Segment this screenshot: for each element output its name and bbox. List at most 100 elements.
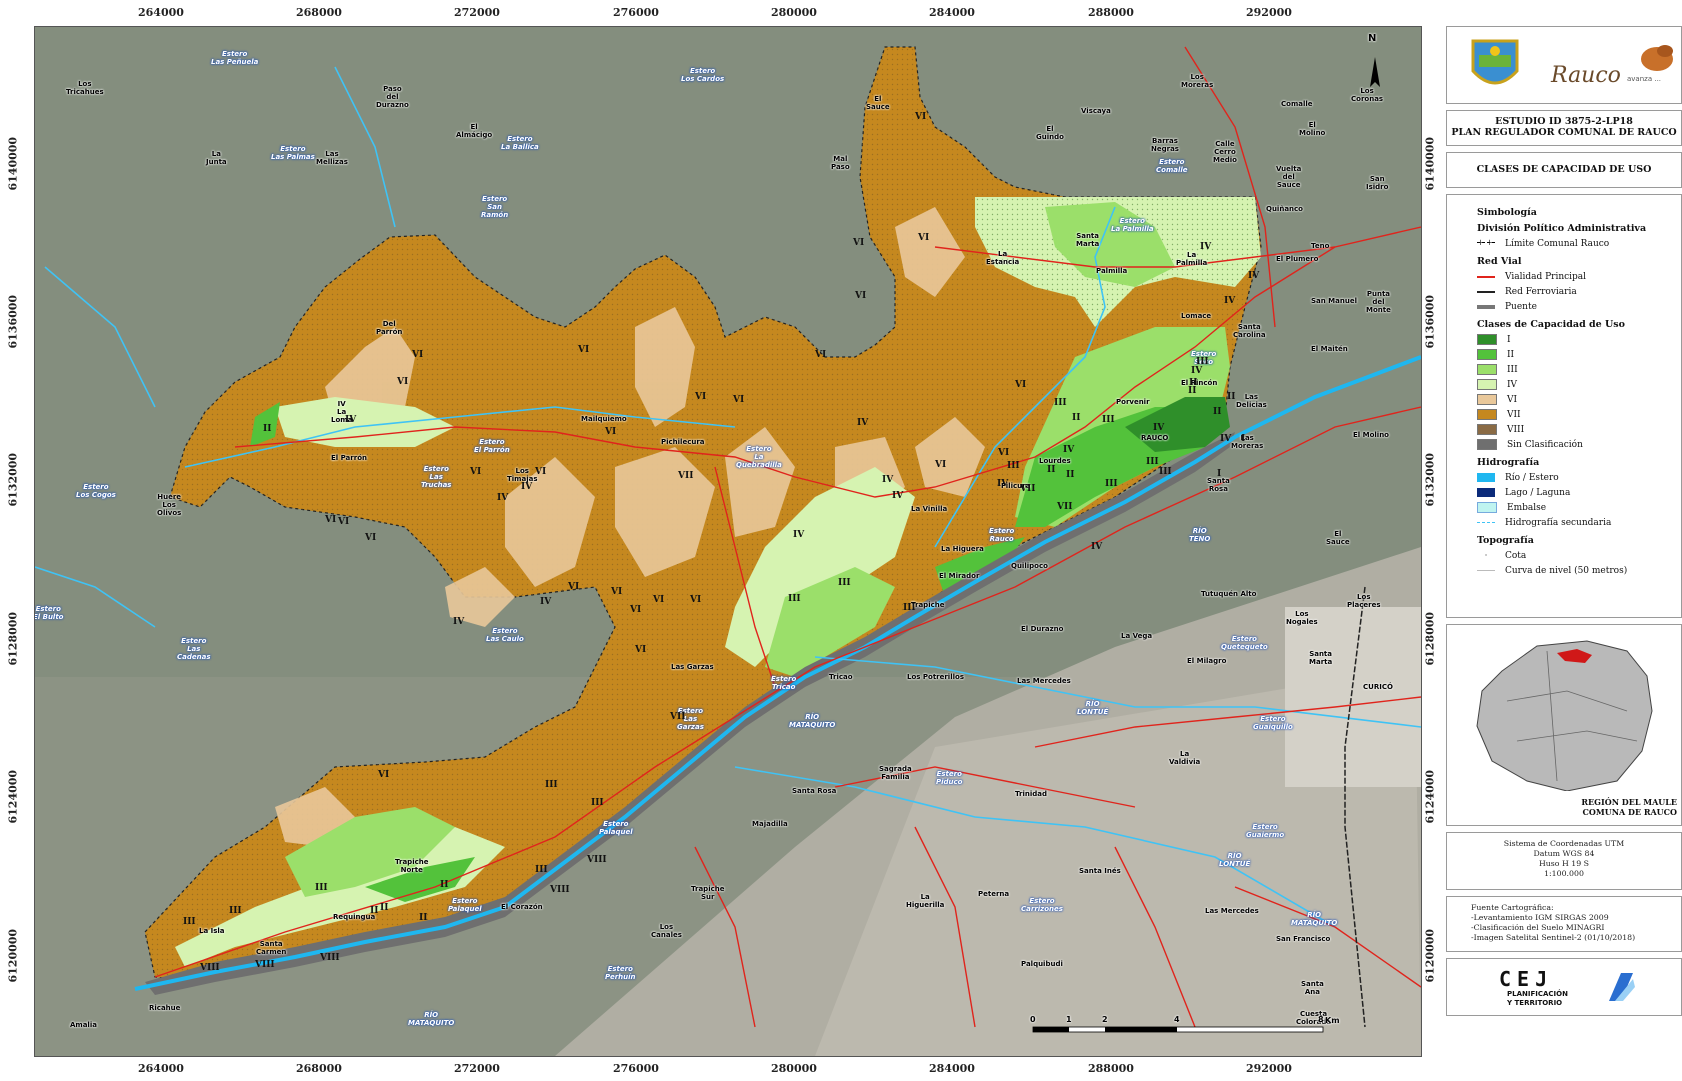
- class-label: IV: [453, 617, 465, 627]
- y-tick-label: 6140000: [6, 136, 20, 191]
- class-label: VI: [935, 460, 947, 470]
- place-label: La Valdivia: [1169, 750, 1201, 766]
- place-label: El Molino: [1353, 431, 1389, 439]
- legend-red-vial-header: Red Vial: [1477, 256, 1522, 267]
- legend-embalse: Embalse: [1477, 500, 1681, 515]
- place-label: Sagrada Familia: [879, 765, 912, 781]
- place-label: Santa Carmen: [256, 940, 287, 956]
- place-label: Las Mercedes: [1205, 907, 1259, 915]
- class-label: IV: [1091, 542, 1103, 552]
- source-line: -Imagen Satelital Sentinel-2 (01/10/2018…: [1471, 933, 1636, 942]
- scale-tick-label: 0: [1030, 1015, 1036, 1024]
- fields: [815, 667, 1421, 1056]
- legend-vialidad: Vialidad Principal: [1477, 269, 1681, 284]
- class-swatch-icon: [1477, 424, 1497, 435]
- place-label: Las Mercedes: [1017, 677, 1071, 685]
- legend-class-item: III: [1477, 362, 1681, 377]
- waterway-label: Estero Comalle: [1156, 158, 1188, 174]
- class-label: IV: [497, 493, 509, 503]
- place-label: Quilipoco: [1011, 562, 1048, 570]
- class-label: IV: [1220, 434, 1232, 444]
- class-label: III: [591, 798, 604, 808]
- legend-class-item: VII: [1477, 407, 1681, 422]
- x-tick-label: 268000: [296, 1062, 342, 1075]
- legend-limite: + +Límite Comunal Rauco: [1477, 238, 1610, 249]
- class-label: IV: [1191, 366, 1203, 376]
- y-tick-label: 6120000: [6, 928, 20, 983]
- class-label: II: [263, 424, 272, 434]
- place-label: Lourdes: [1039, 457, 1071, 465]
- place-label: El Guindo: [1036, 125, 1064, 141]
- place-label: La Vinilla: [911, 505, 948, 513]
- y-tick-label: 6124000: [1423, 769, 1437, 824]
- class-label: VI: [568, 582, 580, 592]
- waterway-label: Estero Tricao: [771, 675, 797, 691]
- place-label: Santa Rosa: [1207, 477, 1230, 493]
- legend-cota: ·Cota: [1477, 548, 1681, 563]
- class-swatch-icon: [1477, 379, 1497, 390]
- legend-ferroviaria: Red Ferroviaria: [1477, 284, 1681, 299]
- legend-division-header: División Político Administrativa: [1477, 223, 1647, 234]
- logo-box: Rauco avanza ...: [1446, 26, 1682, 104]
- class-label: II: [419, 913, 428, 923]
- north-arrow-icon: [1370, 57, 1380, 87]
- place-label: Los Tricahues: [66, 80, 104, 96]
- class-label: II: [1072, 413, 1081, 423]
- waterway-label: Estero Guaiquillo: [1253, 715, 1293, 731]
- place-label: Los Potrerillos: [907, 673, 964, 681]
- class-label: VI: [690, 595, 702, 605]
- place-label: Trinidad: [1015, 790, 1047, 798]
- class-label: IV: [882, 475, 894, 485]
- place-label: Del Parrón: [376, 320, 403, 336]
- class-label: VIII: [550, 885, 570, 895]
- map-svg: [35, 27, 1421, 1056]
- place-label: El Mirador: [939, 572, 980, 580]
- scale-unit: Km: [1325, 1016, 1340, 1025]
- cej-subtitle-1: PLANIFICACIÓN: [1507, 990, 1568, 998]
- place-label: Santa Marta: [1309, 650, 1333, 666]
- class-label: III: [903, 603, 916, 613]
- scale-tick-label: 2: [1102, 1015, 1108, 1024]
- class-label: VI: [470, 467, 482, 477]
- place-label: Santa Rosa: [792, 787, 837, 795]
- waterway-label: Estero Rauco: [989, 527, 1015, 543]
- class-label: VII: [1057, 502, 1073, 512]
- waterway-label: RÍO MATAQUITO: [408, 1011, 455, 1027]
- waterway-label: Estero Carrizones: [1021, 897, 1063, 913]
- class-label: IV: [1224, 296, 1236, 306]
- class-label: IV: [1153, 423, 1165, 433]
- place-label: Paso del Durazno: [376, 85, 409, 109]
- place-label: Barras Negras: [1151, 137, 1179, 153]
- legend-curva: Curva de nivel (50 metros): [1477, 563, 1681, 578]
- legend-rio: Río / Estero: [1477, 470, 1681, 485]
- class-label: III: [183, 917, 196, 927]
- class-label: IV: [857, 418, 869, 428]
- class-label: VII: [678, 471, 694, 481]
- class-label: VI: [695, 392, 707, 402]
- coord-line: Huso H 19 S: [1538, 859, 1589, 868]
- class-label: VI: [605, 427, 617, 437]
- map-title-box: CLASES DE CAPACIDAD DE USO: [1446, 152, 1682, 188]
- class-label: II: [1227, 392, 1236, 402]
- place-label: Huere Los Olivos: [157, 493, 182, 517]
- place-label: El Almácigo: [456, 123, 493, 139]
- place-label: Las Mellizas: [316, 150, 348, 166]
- legend-box: Simbología División Político Administrat…: [1446, 194, 1682, 618]
- waterway-label: Estero Perhuín: [605, 965, 636, 981]
- place-label: Santa Inés: [1079, 867, 1121, 875]
- place-label: RAUCO: [1141, 434, 1169, 442]
- place-label: La Vega: [1121, 632, 1153, 640]
- scale-tick-label: 1: [1066, 1015, 1072, 1024]
- x-tick-label: 292000: [1246, 6, 1292, 19]
- place-label: El Molino: [1299, 121, 1326, 137]
- class-label: IV: [345, 415, 357, 425]
- place-label: La Higuera: [941, 545, 984, 553]
- place-label: Palquibudi: [1021, 960, 1063, 968]
- class-label: VIII: [255, 960, 275, 970]
- legend-puente: Puente: [1477, 299, 1681, 314]
- place-label: Los Timajas: [507, 467, 538, 483]
- y-tick-label: 6132000: [1423, 452, 1437, 507]
- inset-label-region: REGIÓN DEL MAULE: [1581, 797, 1677, 807]
- cej-subtitle-2: Y TERRITORIO: [1507, 999, 1563, 1007]
